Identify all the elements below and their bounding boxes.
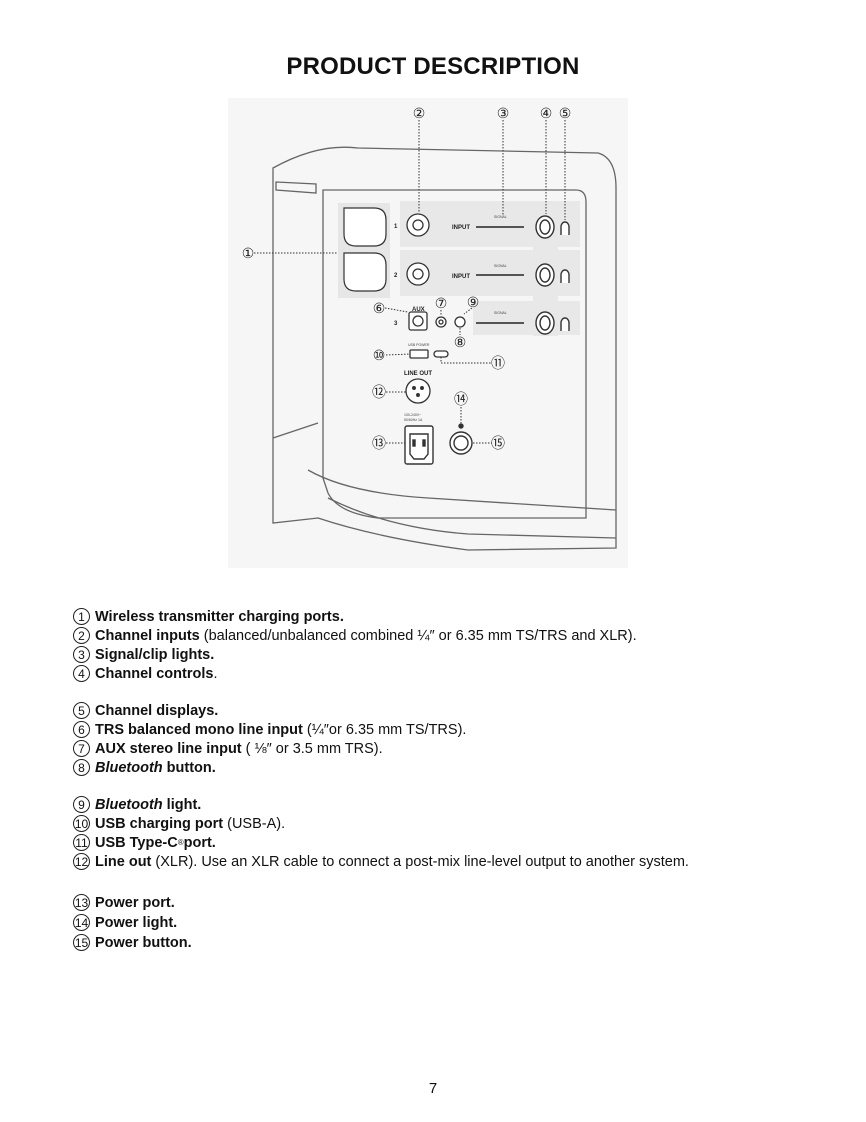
legend-number: 1 — [73, 608, 90, 625]
legend-number: 10 — [73, 815, 90, 832]
page-number: 7 — [428, 1080, 438, 1097]
legend-number: 3 — [73, 646, 90, 663]
legend-number: 8 — [73, 759, 90, 776]
callout-9: ⑨ — [467, 294, 480, 310]
legend-number: 4 — [73, 665, 90, 682]
legend-item-3: 3 Signal/clip lights. — [73, 645, 833, 664]
signal-label-3: SIGNAL — [494, 311, 507, 315]
legend-item-9: 9 Bluetooth light. — [73, 795, 833, 814]
callout-13: ⑬ — [372, 435, 386, 451]
speaker-rear-panel-diagram: 1 2 3 INPUT INPUT AUX LINE OUT SIGNAL SI… — [228, 98, 628, 568]
legend-item-2: 2 Channel inputs (balanced/unbalanced co… — [73, 626, 833, 645]
legend-item-4: 4 Channel controls. — [73, 664, 833, 683]
legend-item-7: 7 AUX stereo line input ( ⅛″ or 3.5 mm T… — [73, 739, 833, 758]
usb-power-label: USB POWER — [408, 343, 430, 347]
input-label-2: INPUT — [452, 274, 470, 280]
callout-14: ⑭ — [454, 391, 468, 407]
channel-1-label: 1 — [394, 224, 398, 230]
channel-2-label: 2 — [394, 273, 398, 279]
input-label-1: INPUT — [452, 225, 470, 231]
callout-7: ⑦ — [435, 295, 448, 311]
charging-ports — [338, 203, 390, 298]
power-rating-1: 100-240V~ — [404, 413, 421, 417]
aux-label: AUX — [412, 307, 425, 313]
callout-11: ⑪ — [491, 355, 505, 371]
legend-item-5: 5 Channel displays. — [73, 701, 833, 720]
callout-4: ④ — [540, 105, 553, 121]
signal-label-1: SIGNAL — [494, 215, 507, 219]
legend-item-8: 8 Bluetooth button. — [73, 758, 833, 777]
legend-number: 2 — [73, 627, 90, 644]
power-rating-2: 50/60Hz 1A — [404, 418, 423, 422]
legend-item-11: 11 USB Type-C®port. — [73, 833, 833, 852]
callout-6: ⑥ — [373, 300, 386, 316]
callout-10: ⑩ — [373, 347, 386, 363]
legend-number: 12 — [73, 853, 90, 870]
channel-3-label: 3 — [394, 321, 398, 327]
legend-number: 7 — [73, 740, 90, 757]
signal-label-2: SIGNAL — [494, 264, 507, 268]
legend-item-10: 10 USB charging port (USB-A). — [73, 815, 286, 832]
legend-number: 13 — [73, 894, 90, 911]
legend-item-1: 1 Wireless transmitter charging ports. — [73, 607, 833, 626]
legend-item-12: 12 Line out (XLR). Use an XLR cable to c… — [73, 853, 689, 870]
line-out-label: LINE OUT — [404, 371, 432, 377]
page-title: PRODUCT DESCRIPTION — [286, 53, 580, 80]
legend-number: 5 — [73, 702, 90, 719]
component-legend: 1 Wireless transmitter charging ports. 2… — [73, 607, 833, 952]
legend-number: 9 — [73, 796, 90, 813]
callout-1: ① — [242, 245, 255, 261]
callout-12: ⑫ — [372, 384, 386, 400]
legend-item-13: 13 Power port. — [73, 894, 175, 911]
legend-number: 14 — [73, 914, 90, 931]
legend-number: 15 — [73, 934, 90, 951]
legend-number: 11 — [73, 834, 90, 851]
callout-2: ② — [413, 105, 426, 121]
callout-5: ⑤ — [559, 105, 572, 121]
callout-8: ⑧ — [454, 334, 467, 350]
callout-3: ③ — [497, 105, 510, 121]
legend-item-6: 6 TRS balanced mono line input (¼″or 6.3… — [73, 720, 833, 739]
callout-15: ⑮ — [491, 435, 505, 451]
legend-item-14: 14 Power light. — [73, 914, 178, 931]
legend-number: 6 — [73, 721, 90, 738]
legend-item-15: 15 Power button. — [73, 934, 192, 951]
